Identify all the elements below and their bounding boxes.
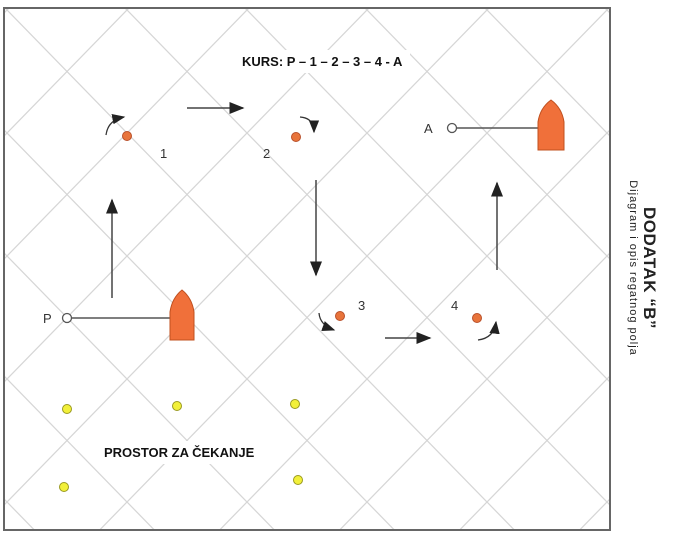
waiting-buoy (62, 404, 72, 414)
start-boat-icon (169, 289, 195, 341)
mark-2-label: 2 (263, 146, 270, 161)
side-subtitle: Dijagram i opis regatnog polja (627, 180, 639, 356)
course-label: KURS: P – 1 – 2 – 3 – 4 - A (234, 50, 411, 73)
finish-label: A (424, 121, 433, 136)
waiting-area-label: PROSTOR ZA ČEKANJE (96, 441, 263, 464)
side-caption: DODATAK “B” Dijagram i opis regatnog pol… (627, 180, 659, 356)
mark-2 (291, 132, 301, 142)
rounding-arrow-icon (477, 320, 500, 341)
rounding-arrow-icon (299, 116, 320, 134)
start-pin-buoy (61, 312, 73, 324)
mark-4 (472, 313, 482, 323)
waiting-buoy (290, 399, 300, 409)
mark-3-label: 3 (358, 298, 365, 313)
start-label: P (43, 311, 52, 326)
rounding-arrow-icon (105, 114, 126, 136)
course-arrows (106, 102, 503, 344)
mark-1 (122, 131, 132, 141)
waiting-buoy (293, 475, 303, 485)
finish-boat-icon (537, 99, 565, 151)
finish-pin-buoy (446, 122, 458, 134)
field-frame (3, 7, 611, 531)
mark-1-label: 1 (160, 146, 167, 161)
waiting-buoy (172, 401, 182, 411)
rounding-arrow-icon (318, 312, 336, 331)
mark-4-label: 4 (451, 298, 458, 313)
mark-3 (335, 311, 345, 321)
waiting-buoy (59, 482, 69, 492)
side-title: DODATAK “B” (640, 207, 659, 329)
